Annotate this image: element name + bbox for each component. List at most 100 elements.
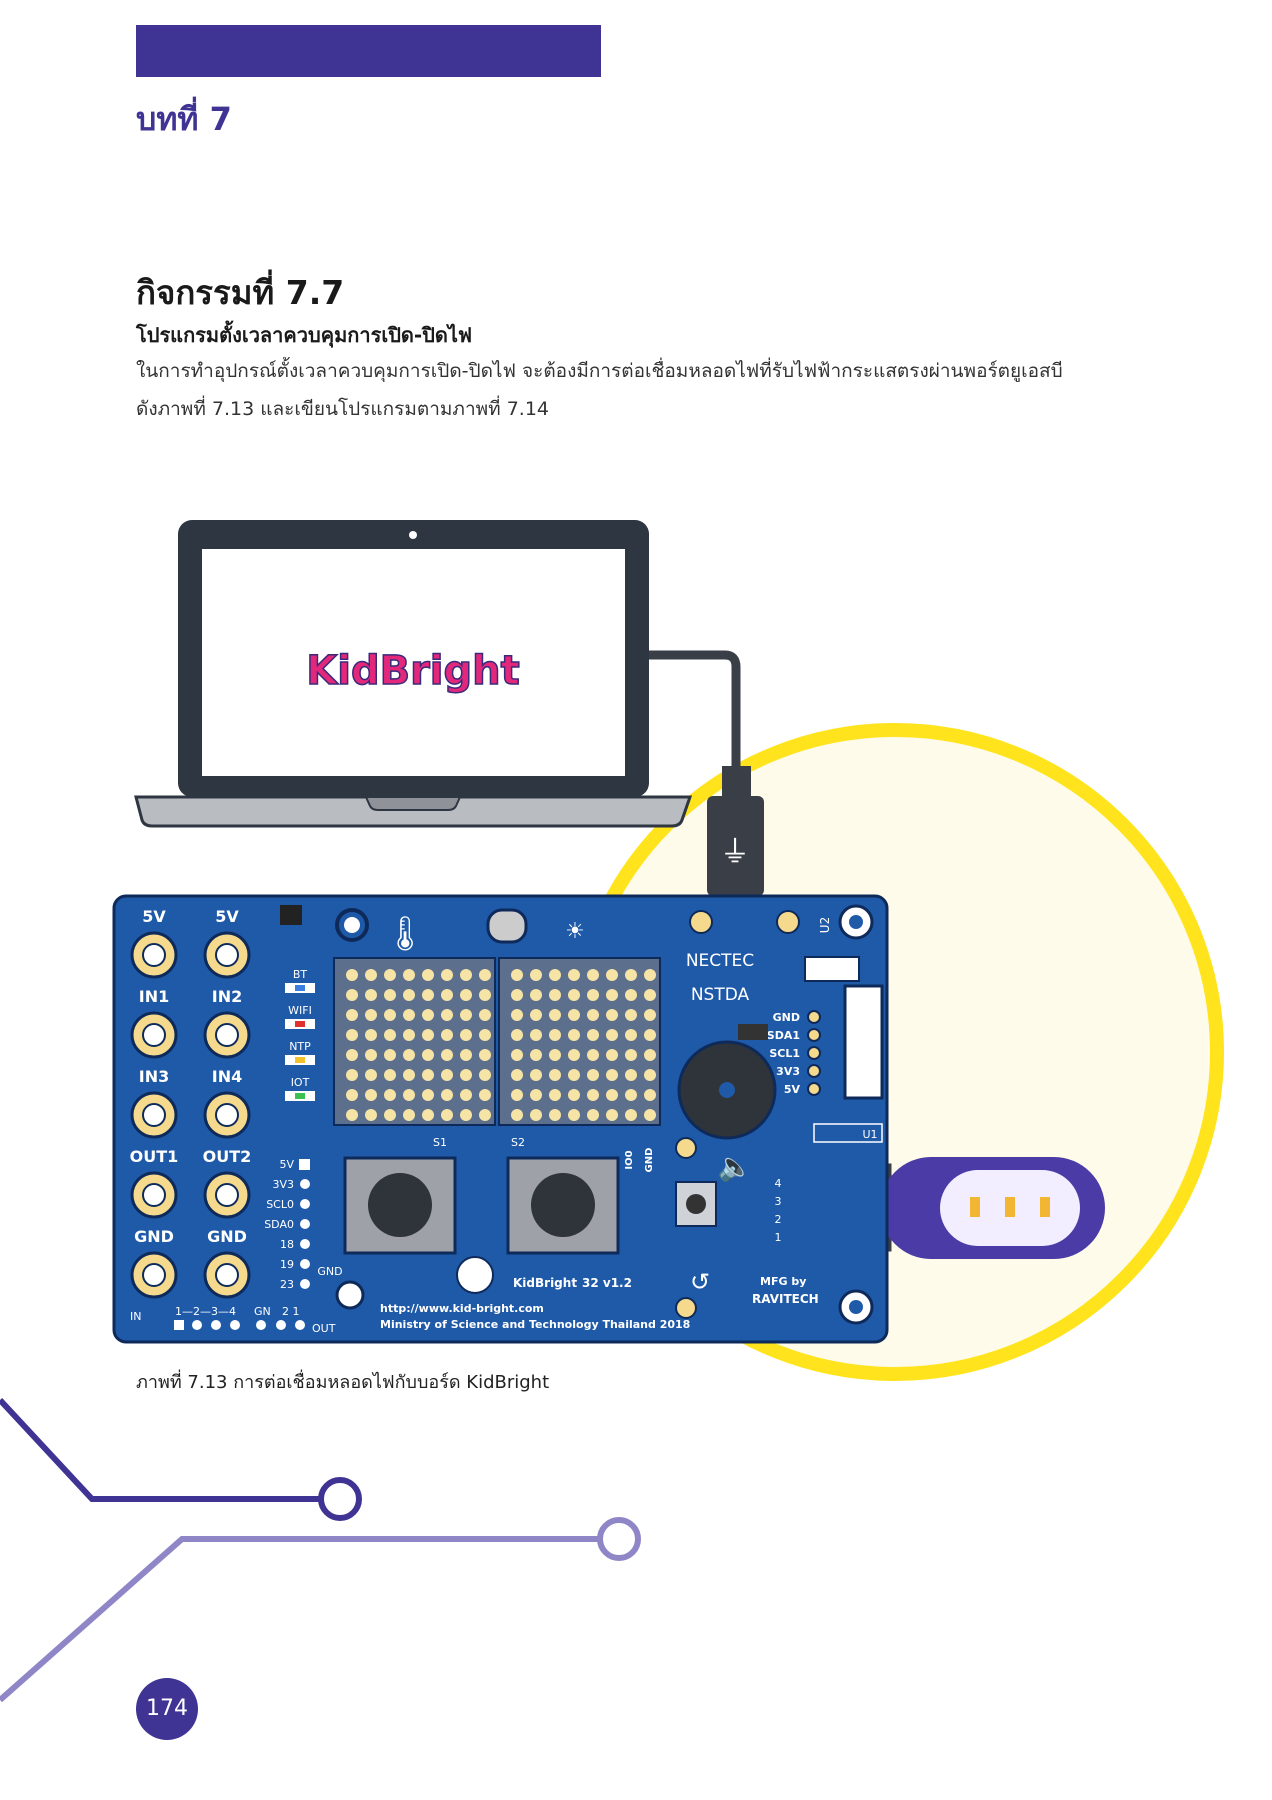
url-label: http://www.kid-bright.com bbox=[380, 1302, 544, 1315]
matrix-led bbox=[384, 1109, 396, 1121]
nectec-logo: NECTEC bbox=[686, 951, 754, 971]
matrix-led bbox=[568, 1029, 580, 1041]
page-number: 174 bbox=[136, 1678, 198, 1740]
matrix-led bbox=[511, 1029, 523, 1041]
lamp-led bbox=[970, 1197, 980, 1217]
power-pin-label: 23 bbox=[280, 1278, 294, 1291]
matrix-led bbox=[606, 1049, 618, 1061]
speaker-icon: 🔈 bbox=[718, 1150, 753, 1183]
mfg-name: RAVITECH bbox=[752, 1292, 819, 1306]
matrix-led bbox=[606, 1109, 618, 1121]
led-ntp bbox=[295, 1057, 305, 1063]
matrix-led bbox=[530, 969, 542, 981]
power-pins: 5V 3V3 SCL0 SDA0 18 19 23 GND bbox=[264, 1158, 365, 1310]
matrix-led bbox=[625, 1069, 637, 1081]
matrix-led bbox=[479, 1049, 491, 1061]
matrix-led bbox=[384, 1089, 396, 1101]
switch-s1[interactable]: S1 bbox=[343, 1136, 457, 1255]
matrix-led bbox=[346, 1049, 358, 1061]
matrix-led bbox=[606, 1029, 618, 1041]
in-nums: 1—2—3—4 bbox=[175, 1305, 236, 1318]
matrix-led bbox=[403, 969, 415, 981]
matrix-led bbox=[568, 1049, 580, 1061]
mascot-icon bbox=[456, 1256, 494, 1294]
matrix-led bbox=[460, 1029, 472, 1041]
power-pin-label: SDA0 bbox=[264, 1218, 294, 1231]
power-pin-label: SCL0 bbox=[266, 1198, 294, 1211]
matrix-led bbox=[403, 1009, 415, 1021]
matrix-led bbox=[511, 1069, 523, 1081]
matrix-led bbox=[530, 1069, 542, 1081]
matrix-led bbox=[384, 1069, 396, 1081]
matrix-led bbox=[346, 989, 358, 1001]
pin-label: 5V bbox=[142, 907, 166, 926]
matrix-led bbox=[460, 1009, 472, 1021]
matrix-led bbox=[587, 1089, 599, 1101]
mfg-label: MFG by bbox=[760, 1275, 806, 1288]
matrix-led bbox=[441, 969, 453, 981]
top-sensors: 🌡 ☀ U2 bbox=[280, 904, 874, 954]
pin-label: GND bbox=[134, 1227, 174, 1246]
thermometer-icon: 🌡 bbox=[383, 914, 426, 954]
gnd-label: GND bbox=[644, 1148, 655, 1173]
matrix-led bbox=[403, 1069, 415, 1081]
matrix-led bbox=[403, 1029, 415, 1041]
matrix-led bbox=[511, 1109, 523, 1121]
i2c-label: 5V bbox=[784, 1083, 801, 1096]
matrix-led bbox=[625, 1009, 637, 1021]
gnd-label: GND bbox=[317, 1265, 342, 1278]
i2c-label: SCL1 bbox=[769, 1047, 800, 1060]
matrix-led bbox=[549, 1029, 561, 1041]
i2c-connector: GND SDA1 SCL1 3V3 5V bbox=[767, 984, 884, 1100]
matrix-led bbox=[606, 969, 618, 981]
matrix-led bbox=[511, 989, 523, 1001]
led-label: NTP bbox=[289, 1040, 311, 1053]
matrix-led bbox=[479, 1009, 491, 1021]
matrix-led bbox=[384, 969, 396, 981]
matrix-led bbox=[511, 1089, 523, 1101]
out-label: OUT bbox=[312, 1322, 336, 1335]
matrix-led bbox=[568, 1009, 580, 1021]
light-icon: ☀ bbox=[565, 919, 585, 944]
matrix-led bbox=[587, 969, 599, 981]
matrix-led bbox=[587, 1109, 599, 1121]
matrix-led bbox=[441, 989, 453, 1001]
matrix-led bbox=[644, 1089, 656, 1101]
status-leds: BT WIFI NTP IOT bbox=[285, 968, 315, 1101]
matrix-led bbox=[625, 1109, 637, 1121]
matrix-led bbox=[479, 969, 491, 981]
matrix-led bbox=[384, 1029, 396, 1041]
gn-label: GN bbox=[254, 1305, 271, 1318]
matrix-led bbox=[549, 1009, 561, 1021]
matrix-led bbox=[479, 989, 491, 1001]
matrix-led bbox=[346, 1029, 358, 1041]
led-wifi bbox=[295, 1021, 305, 1027]
matrix-led bbox=[549, 1069, 561, 1081]
matrix-led bbox=[346, 1009, 358, 1021]
kidbright-board: 5V IN1 IN3 OUT1 GND 5V IN2 IN4 OUT2 GND … bbox=[112, 894, 889, 1344]
i2c-label: 3V3 bbox=[776, 1065, 800, 1078]
usb-pin-label: 2 bbox=[775, 1213, 782, 1226]
matrix-led bbox=[530, 1109, 542, 1121]
matrix-led bbox=[625, 989, 637, 1001]
matrix-led bbox=[441, 1069, 453, 1081]
activity-subtitle: โปรแกรมตั้งเวลาควบคุมการเปิด-ปิดไฟ bbox=[136, 323, 473, 347]
power-pin-label: 19 bbox=[280, 1258, 294, 1271]
matrix-led bbox=[511, 1049, 523, 1061]
matrix-led bbox=[422, 1089, 434, 1101]
matrix-led bbox=[365, 1009, 377, 1021]
pin-label: IN2 bbox=[212, 987, 242, 1006]
lamp-led bbox=[1040, 1197, 1050, 1217]
matrix-led bbox=[422, 1029, 434, 1041]
pin-label: GND bbox=[207, 1227, 247, 1246]
matrix-led bbox=[549, 1049, 561, 1061]
pin-label: IN4 bbox=[212, 1067, 242, 1086]
s1-label: S1 bbox=[433, 1136, 447, 1149]
light-sensor bbox=[486, 908, 528, 944]
io0-label: IO0 bbox=[624, 1150, 635, 1169]
matrix-led bbox=[644, 989, 656, 1001]
led-label: WIFI bbox=[288, 1004, 312, 1017]
switch-s2[interactable]: S2 bbox=[506, 1136, 620, 1255]
matrix-led bbox=[530, 1089, 542, 1101]
activity-paragraph: ในการทำอุปกรณ์ตั้งเวลาควบคุมการเปิด-ปิดไ… bbox=[136, 352, 1156, 428]
